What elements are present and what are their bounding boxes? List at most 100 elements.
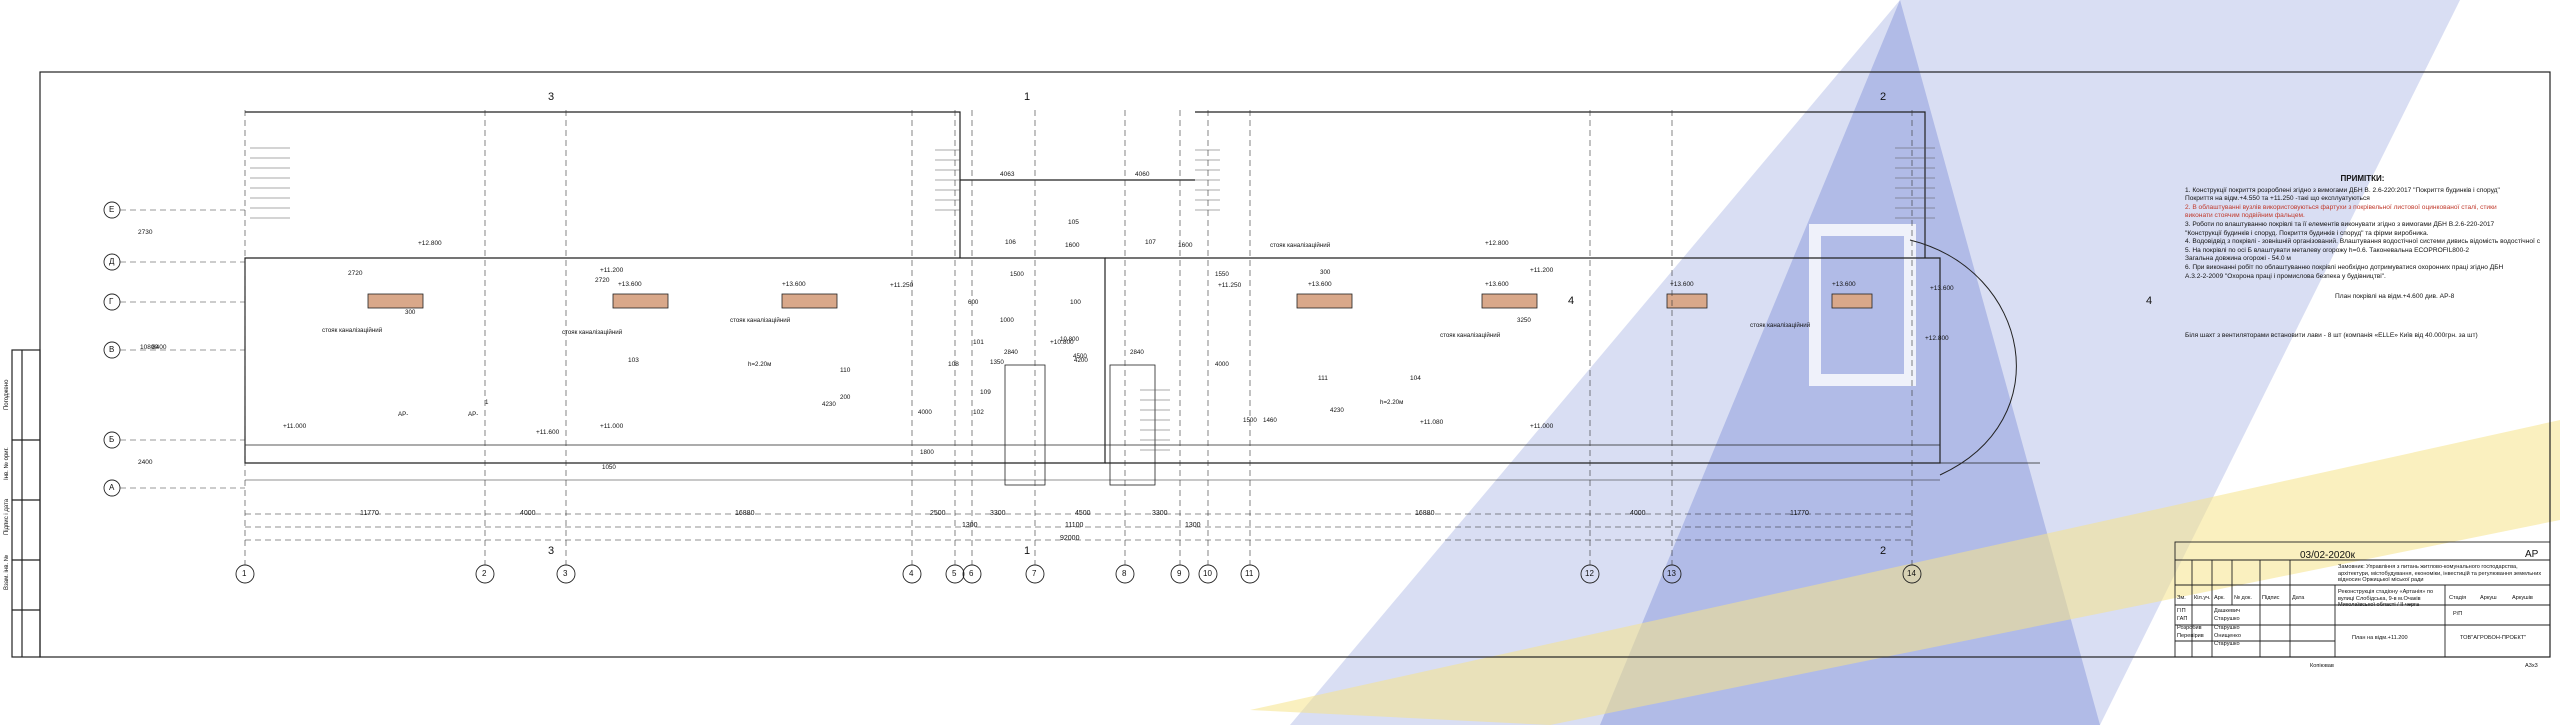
callout-label: стояк каналізаційний [1440, 332, 1501, 339]
elevation-mark: +13.600 [618, 281, 642, 288]
axis-letter-bubble [103, 293, 121, 311]
sheet-title: План на відм.+11.200 [2352, 635, 2408, 641]
dimension-bottom-total: 1300 [1185, 522, 1201, 529]
note-line: 4. Водовідвід з покрівлі - зовнішній орг… [2185, 238, 2540, 246]
dimension-left: 8400 [152, 344, 167, 351]
title-block-role: ГАП [2177, 616, 2188, 622]
title-block-name: Старушко [2214, 641, 2240, 647]
axis-number-bubble [1115, 564, 1135, 584]
misc-label: 1500 [1010, 271, 1024, 278]
axis-number: 14 [1907, 569, 1916, 578]
dimension-left: 10800 [140, 344, 159, 351]
dimension-top: 4060 [1135, 171, 1150, 178]
elevation-mark: +11.250 [1218, 282, 1242, 289]
dimension-bottom: 2500 [930, 510, 946, 517]
title-block-stage-header: Аркушів [2512, 595, 2533, 601]
note-line: 1. Конструкції покриття розроблені згідн… [2185, 186, 2500, 194]
axis-letter: Б [109, 435, 115, 444]
room-number: 106 [1005, 239, 1016, 246]
note-line: 2. В облаштуванні вузлів використовуютьс… [2185, 203, 2497, 211]
axis-letter: Е [109, 205, 115, 214]
axis-number: 7 [1032, 569, 1037, 578]
misc-label: 1050 [602, 464, 616, 471]
axis-letter: В [109, 345, 115, 354]
dimension-top: 4063 [1000, 171, 1015, 178]
title-block-col-header: № док. [2234, 595, 2252, 601]
axis-number: 10 [1203, 569, 1212, 578]
misc-label: 2840 [1130, 349, 1144, 356]
title-block-name: Старушко [2214, 616, 2240, 622]
callout-label: стояк каналізаційний [562, 329, 623, 336]
axis-number-bubble [962, 564, 982, 584]
dimension-bottom: 11770 [360, 510, 379, 517]
dimension-left: 2400 [138, 459, 153, 466]
misc-label: 4500 [1073, 353, 1087, 360]
axis-letter: Г [109, 297, 114, 306]
title-block-col-header: Дата [2292, 595, 2305, 601]
frame-side-label: Інв. № ориг. [4, 447, 10, 480]
misc-label: 1800 [920, 449, 934, 456]
elevation-mark: +12.800 [1485, 240, 1509, 247]
dimension-bottom-total: 92000 [1060, 535, 1080, 542]
elevation-mark: +13.600 [1832, 281, 1856, 288]
title-block-role: Розробив [2177, 625, 2202, 631]
axis-letter-bubble [103, 341, 121, 359]
note-line: 6. При виконанні робіт по облаштуванню п… [2185, 263, 2504, 271]
room-number: 104 [1410, 375, 1421, 382]
section-mark: 1 [1024, 91, 1031, 103]
misc-label: 600 [968, 299, 979, 306]
dimension-top: 1600 [1178, 242, 1193, 249]
note-line: 5. На покрівлі по осі Б влаштувати метал… [2185, 246, 2470, 254]
elevation-mark: +13.600 [1485, 281, 1509, 288]
note-line: 3. Роботи по влаштуванню покрівлі та її … [2185, 220, 2495, 228]
note-line: "Конструкції будинків і споруд. Покриття… [2185, 229, 2429, 237]
section-mark: 3 [548, 545, 555, 557]
misc-label: 4000 [1215, 361, 1229, 368]
section-mark: 1 [1024, 545, 1031, 557]
axis-number: 13 [1667, 569, 1676, 578]
axis-number: 2 [482, 569, 487, 578]
dimension-bottom: 4500 [1075, 510, 1091, 517]
dimension-top: 2720 [348, 270, 363, 277]
drawing-code: 03/02-2020к [2300, 550, 2355, 561]
misc-label: 1000 [1000, 317, 1014, 324]
room-number: 111 [1318, 375, 1328, 382]
axis-letter: Д [109, 257, 115, 266]
section-mark: 3 [548, 91, 555, 103]
axis-number-bubble [556, 564, 576, 584]
title-block-col-header: Кіл.уч. [2194, 595, 2211, 601]
axis-number-bubble [1198, 564, 1218, 584]
format-label: А3х3 [2525, 663, 2538, 669]
dimension-left: 2730 [138, 229, 153, 236]
benches-note: Біля шахт з вентиляторами встановити лав… [2185, 331, 2478, 339]
elevation-mark: +12.800 [1925, 335, 1949, 342]
title-block-col-header: Підпис [2262, 595, 2280, 601]
misc-label: АР- [468, 411, 479, 418]
misc-label: 4230 [1330, 407, 1344, 414]
axis-number: 3 [563, 569, 568, 578]
axis-number: 9 [1177, 569, 1182, 578]
company-name: ТОВ"АГРОБОН-ПРОЕКТ" [2460, 635, 2527, 641]
room-number: 110 [840, 367, 851, 374]
dimension-bottom-total: 11100 [1065, 522, 1084, 529]
elevation-mark: +13.600 [1670, 281, 1694, 288]
sheet-mark: АР [2525, 549, 2539, 560]
axis-number: 12 [1585, 569, 1594, 578]
title-block-col-header: Зм. [2177, 595, 2186, 601]
axis-letter-bubble [103, 201, 121, 219]
axis-number-bubble [1170, 564, 1190, 584]
section-mark: 2 [1880, 91, 1887, 103]
elevation-mark: +13.600 [1308, 281, 1332, 288]
axis-number-bubble [235, 564, 255, 584]
dimension-top: 2720 [595, 277, 610, 284]
callout-label: стояк каналізаційний [322, 327, 383, 334]
dimension-bottom: 4000 [520, 510, 536, 517]
axis-letter: А [109, 483, 115, 492]
room-number: 101 [973, 339, 984, 346]
dimension-top: 1600 [1065, 242, 1080, 249]
axis-letter-bubble [103, 253, 121, 271]
elevation-mark: +11.250 [890, 282, 914, 289]
misc-label: h=2.20м [1380, 399, 1404, 406]
copied-label: Копіював [2310, 663, 2334, 669]
